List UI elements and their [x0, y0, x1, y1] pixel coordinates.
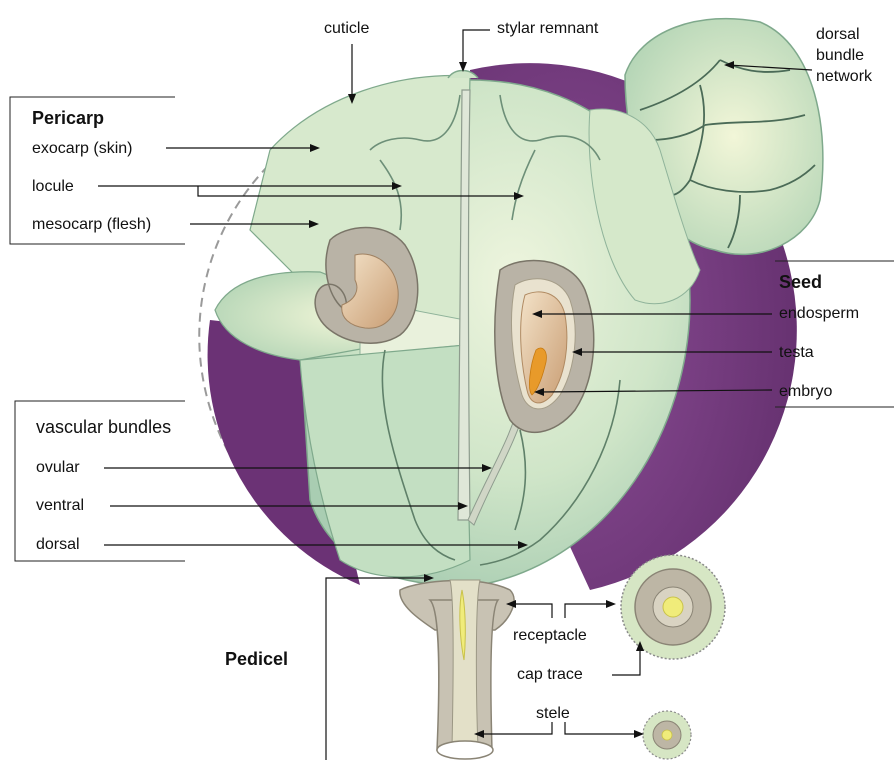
dorsal-label: dorsal: [36, 536, 80, 553]
stele-leader: [478, 722, 640, 734]
exocarp-label: exocarp (skin): [32, 140, 132, 157]
stylar-remnant-leader: [463, 30, 490, 68]
stele-cross-section: [643, 711, 691, 759]
embryo-label: embryo: [779, 383, 832, 400]
pedicel-inner: [450, 580, 480, 748]
seed-heading: Seed: [779, 272, 822, 292]
pericarp-heading: Pericarp: [32, 108, 104, 128]
endosperm-label: endosperm: [779, 305, 859, 322]
cuticle-label: cuticle: [324, 20, 369, 37]
receptacle-cross-section: [621, 555, 725, 659]
pedicel-illustration: [400, 580, 514, 759]
berry-illustration: [199, 19, 823, 759]
dorsal-bundle-network-label-line2: bundle: [816, 47, 864, 64]
cap-trace-label: cap trace: [517, 666, 583, 683]
stele-label: stele: [536, 705, 570, 722]
ovular-label: ovular: [36, 459, 80, 476]
pedicel-cut-end: [437, 741, 493, 759]
left-seed: [315, 228, 418, 344]
pedicel-heading: Pedicel: [225, 649, 288, 669]
ventral-label: ventral: [36, 497, 84, 514]
receptacle-label: receptacle: [513, 627, 587, 644]
dorsal-bundle-network-label-line1: dorsal: [816, 26, 860, 43]
dorsal-bundle-network-label-line3: network: [816, 68, 873, 85]
stylar-remnant-label: stylar remnant: [497, 20, 599, 37]
testa-label: testa: [779, 344, 814, 361]
vascular-bundles-heading: vascular bundles: [36, 417, 171, 437]
mesocarp-label: mesocarp (flesh): [32, 216, 151, 233]
locule-label: locule: [32, 178, 74, 195]
cap-trace-leader: [612, 645, 640, 675]
